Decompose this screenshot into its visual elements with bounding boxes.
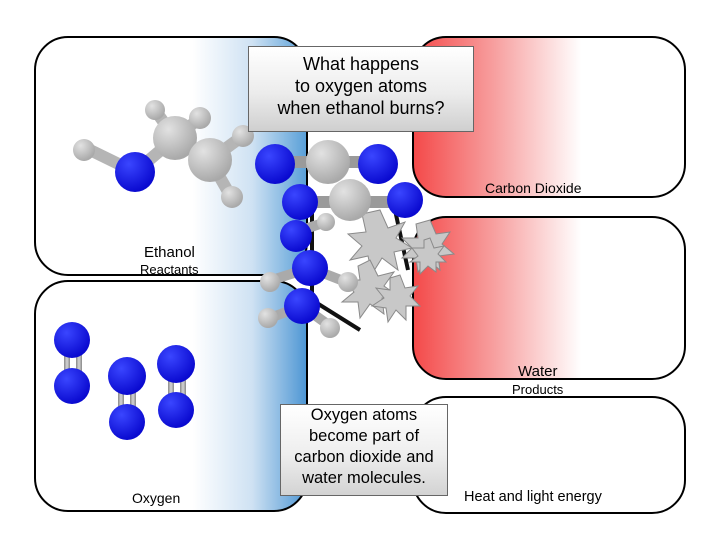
water-label: Water <box>518 363 558 380</box>
oxygen-molecule <box>108 357 146 440</box>
answer-line: Oxygen atoms <box>310 406 418 424</box>
water-panel <box>412 216 686 380</box>
answer-line: carbon dioxide and <box>294 448 434 466</box>
water-molecule <box>280 213 335 252</box>
carbon-dioxide-label: Carbon Dioxide <box>485 180 582 196</box>
question-line: to oxygen atoms <box>294 76 428 96</box>
question-line: What happens <box>302 54 420 74</box>
ethanol-label: Ethanol <box>144 244 195 261</box>
heat-light-panel <box>412 396 686 514</box>
answer-box: Oxygen atoms become part of carbon dioxi… <box>280 404 448 496</box>
water-molecule <box>258 288 340 338</box>
water-molecule <box>260 250 358 292</box>
oxygen-molecule <box>157 345 195 428</box>
heat-light-label: Heat and light energy <box>464 489 602 505</box>
flame-bursts <box>340 209 456 324</box>
carbon-dioxide-molecule <box>255 140 398 184</box>
oxygen-molecule <box>54 322 90 404</box>
reactants-label: Reactants <box>140 262 199 277</box>
oxygen-label: Oxygen <box>132 490 181 506</box>
ethanol-molecule <box>73 100 254 208</box>
answer-line: become part of <box>308 427 420 445</box>
carbon-dioxide-molecule <box>282 179 423 221</box>
question-line: when ethanol burns? <box>277 98 445 118</box>
answer-line: water molecules. <box>302 469 426 487</box>
products-label: Products <box>512 382 564 397</box>
question-box: What happens to oxygen atoms when ethano… <box>248 46 474 132</box>
oxygen-molecules <box>54 322 195 440</box>
